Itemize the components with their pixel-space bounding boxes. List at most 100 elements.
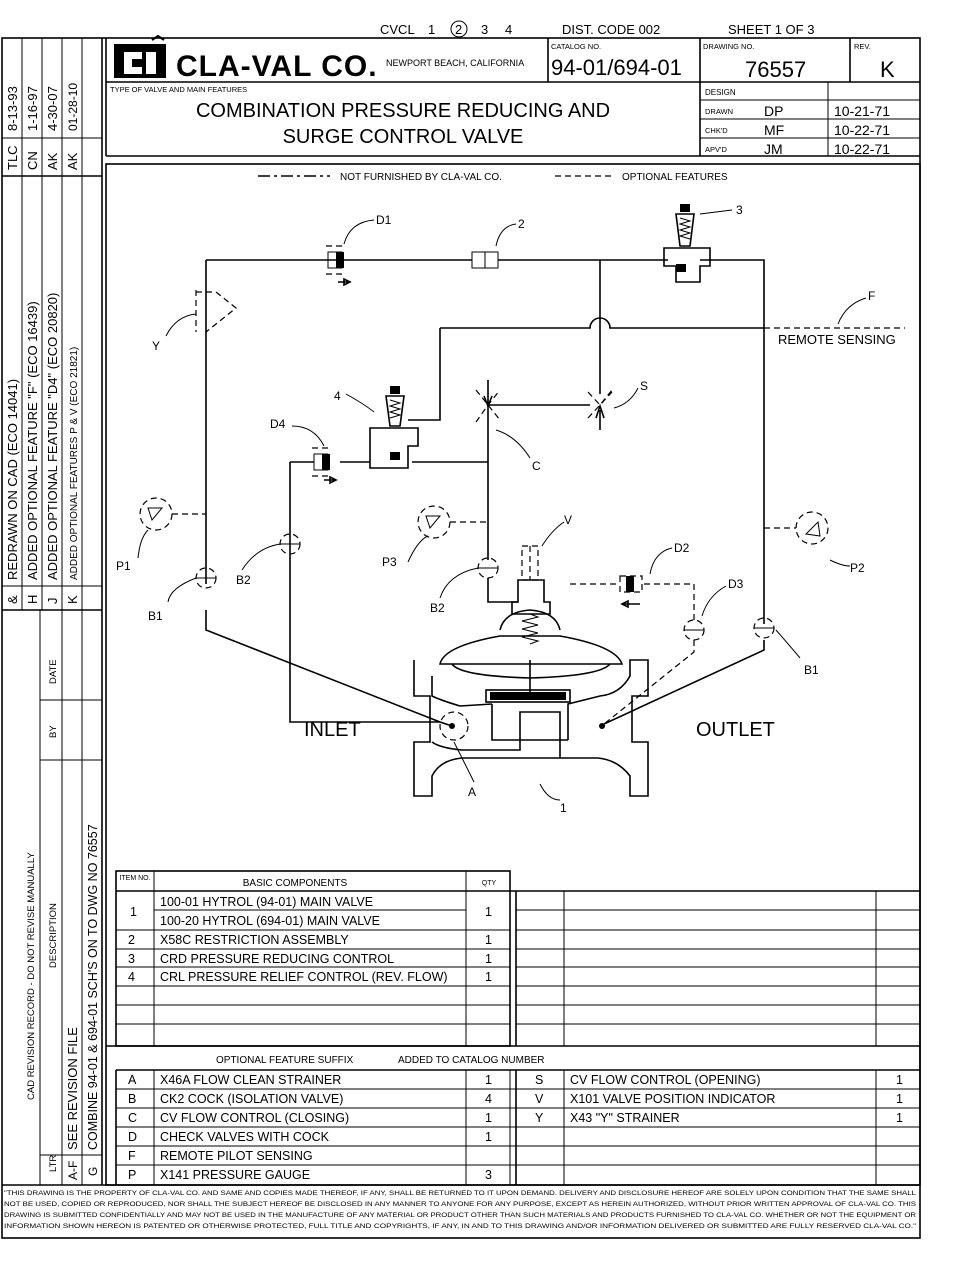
list-item: C CV FLOW CONTROL (CLOSING) 1 — [128, 1111, 492, 1125]
tag-c: C — [532, 459, 541, 473]
table-row: 3 CRD PRESSURE REDUCING CONTROL 1 — [128, 952, 492, 966]
table-row: 4 CRL PRESSURE RELIEF CONTROL (REV. FLOW… — [128, 970, 492, 984]
cad-col-date: DATE — [48, 659, 59, 684]
cvcl-num-1: 1 — [428, 22, 435, 37]
dist-code: DIST. CODE 002 — [562, 22, 660, 37]
row-qty: 1 — [485, 905, 492, 919]
opt-code: F — [128, 1149, 136, 1163]
opt-desc: X43 "Y" STRAINER — [570, 1111, 680, 1125]
restriction-assembly-icon — [471, 251, 499, 269]
opt-code: S — [535, 1073, 543, 1087]
cad-col-by: BY — [48, 725, 59, 738]
cvcl-label: CVCL — [380, 22, 415, 37]
opt-desc: CV FLOW CONTROL (OPENING) — [570, 1073, 761, 1087]
tag-4: 4 — [334, 389, 341, 403]
opt-desc: X141 PRESSURE GAUGE — [160, 1168, 310, 1182]
drawing-label: DRAWING NO. — [703, 42, 754, 51]
cad-col-desc: DESCRIPTION — [48, 903, 59, 968]
drawing-number: 76557 — [745, 57, 806, 82]
row-desc: 100-20 HYTROL (694-01) MAIN VALVE — [160, 914, 380, 928]
legend-optional: OPTIONAL FEATURES — [622, 172, 728, 183]
row-desc: 100-01 HYTROL (94-01) MAIN VALVE — [160, 895, 373, 909]
row-qty: 1 — [485, 970, 492, 984]
table-row: 100-20 HYTROL (694-01) MAIN VALVE — [160, 914, 380, 928]
col-qty: QTY — [482, 880, 497, 887]
design-label: DESIGN — [705, 88, 736, 97]
opt-qty: 1 — [896, 1111, 903, 1125]
opt-code: P — [128, 1168, 136, 1182]
drawn-by: DP — [764, 103, 783, 119]
table-row: 1 100-01 HYTROL (94-01) MAIN VALVE 1 — [130, 895, 492, 919]
component-tags: D1 2 3 F Y 4 D4 S C V P1 B2 P3 B2 D2 D3 … — [116, 203, 896, 815]
opt-qty: 1 — [485, 1111, 492, 1125]
row-desc: CRD PRESSURE REDUCING CONTROL — [160, 952, 394, 966]
tag-d2: D2 — [674, 541, 690, 555]
cock-b1-right-icon — [753, 617, 775, 639]
revision-desc: ADDED OPTIONAL FEATURE "D4" (ECO 20820) — [45, 293, 60, 580]
revision-row-2: 1-16-97 CN ADDED OPTIONAL FEATURE "F" (E… — [25, 86, 40, 604]
notice-line-2: NOT BE USED, COPIED OR REPRODUCED, NOR S… — [4, 1201, 916, 1208]
revision-by: TLC — [5, 145, 20, 170]
revision-date: 1-16-97 — [25, 86, 40, 131]
list-item: S CV FLOW CONTROL (OPENING) 1 — [535, 1073, 903, 1087]
tag-a: A — [468, 785, 476, 799]
row-qty: 1 — [485, 952, 492, 966]
tag-f: F — [868, 289, 875, 303]
tag-y: Y — [152, 339, 160, 353]
opt-desc: CHECK VALVES WITH COCK — [160, 1130, 330, 1144]
opt-qty: 1 — [896, 1073, 903, 1087]
flow-control-s-icon — [587, 389, 613, 430]
apvd-by: JM — [764, 141, 783, 157]
row-item: 1 — [130, 905, 137, 919]
table-row: 2 X58C RESTRICTION ASSEMBLY 1 — [128, 933, 492, 947]
revision-ltr: J — [45, 598, 60, 605]
drawn-label: DRAWN — [705, 107, 733, 116]
optional-added: ADDED TO CATALOG NUMBER — [398, 1055, 545, 1066]
copyright-notice: "THIS DRAWING IS THE PROPERTY OF CLA-VAL… — [4, 1190, 917, 1230]
row-desc: X58C RESTRICTION ASSEMBLY — [160, 933, 349, 947]
opt-qty: 1 — [485, 1130, 492, 1144]
opt-code: C — [128, 1111, 137, 1125]
cad-row1-ltr: A-F — [66, 1161, 80, 1180]
opt-code: V — [535, 1092, 544, 1106]
revision-date: 4-30-07 — [45, 86, 60, 131]
gauge-p3-icon — [417, 505, 488, 539]
list-item: Y X43 "Y" STRAINER 1 — [535, 1111, 903, 1125]
pressure-reducing-pilot-icon — [663, 204, 711, 283]
tag-3: 3 — [736, 203, 743, 217]
apvd-date: 10-22-71 — [834, 141, 890, 157]
flow-control-c-icon — [475, 380, 501, 423]
cvcl-selected-circle — [450, 20, 468, 38]
outlet-label: OUTLET — [696, 719, 775, 741]
tag-1: 1 — [560, 801, 567, 815]
chkd-date: 10-22-71 — [834, 122, 890, 138]
drawn-date: 10-21-71 — [834, 103, 890, 119]
sheet-number: SHEET 1 OF 3 — [728, 22, 814, 37]
cad-row2-ltr: G — [86, 1167, 100, 1176]
row-item: 3 — [128, 952, 135, 966]
revision-row-3: 4-30-07 AK ADDED OPTIONAL FEATURE "D4" (… — [45, 86, 60, 604]
list-item: F REMOTE PILOT SENSING — [128, 1149, 313, 1163]
revision-row-1: 8-13-93 TLC REDRAWN ON CAD (ECO 14041) & — [5, 86, 20, 604]
row-qty: 1 — [485, 933, 492, 947]
tag-2: 2 — [518, 217, 525, 231]
tag-d1: D1 — [376, 213, 392, 227]
tag-b2-center: B2 — [430, 601, 445, 615]
check-valve-d1-icon — [326, 245, 352, 287]
revision-by: CN — [25, 151, 40, 170]
main-valve-icon — [413, 579, 649, 797]
revision-date: 01-28-10 — [66, 83, 80, 131]
tag-b2-left: B2 — [236, 573, 251, 587]
opt-desc: X101 VALVE POSITION INDICATOR — [570, 1092, 775, 1106]
list-item: P X141 PRESSURE GAUGE 3 — [128, 1168, 492, 1182]
position-indicator-v-icon — [521, 545, 539, 581]
check-valve-d4-icon — [312, 447, 338, 485]
cad-revision-record: CAD REVISION RECORD - DO NOT REVISE MANU… — [26, 610, 102, 1185]
tag-b1-right: B1 — [804, 663, 819, 677]
list-item: V X101 VALVE POSITION INDICATOR 1 — [535, 1092, 903, 1106]
gauge-p1-icon — [139, 497, 206, 531]
tag-s: S — [640, 379, 648, 393]
pressure-relief-pilot-icon — [369, 386, 419, 469]
title-line-1: COMBINATION PRESSURE REDUCING AND — [196, 100, 610, 122]
